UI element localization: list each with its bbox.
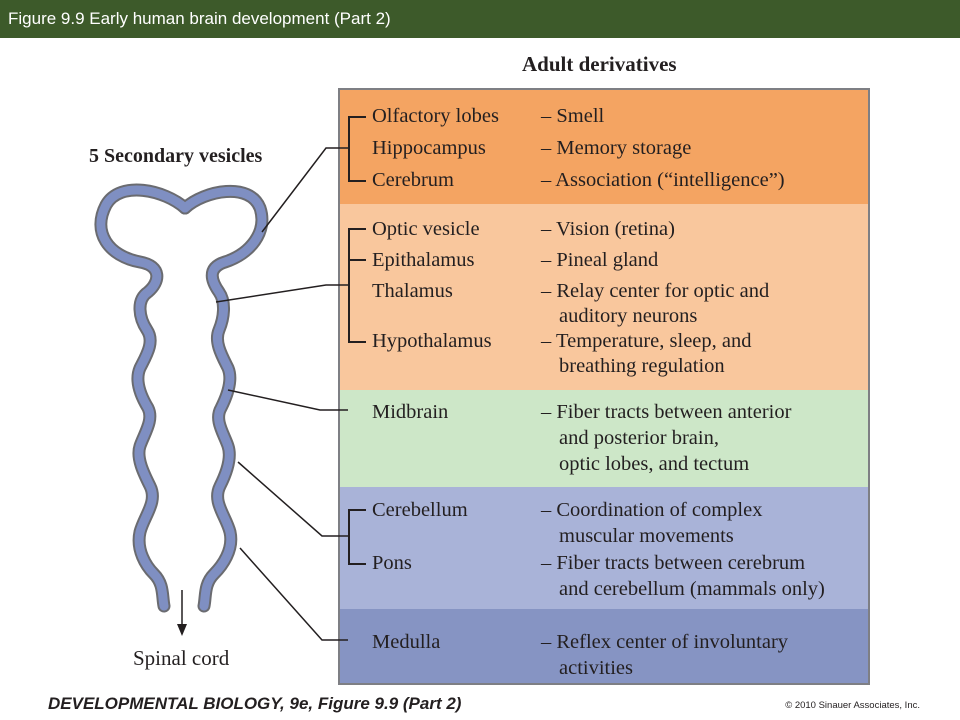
figure-title: Figure 9.9 Early human brain development… <box>0 0 960 38</box>
spinal-cord-label: Spinal cord <box>133 646 230 670</box>
book-citation: DEVELOPMENTAL BIOLOGY, 9e, Figure 9.9 (P… <box>48 694 462 713</box>
row-cerebrum: Cerebrum <box>372 169 454 191</box>
band-mesencephalon <box>340 390 868 487</box>
leader-telencephalon <box>261 147 348 233</box>
leader-diencephalon <box>215 284 348 303</box>
row-medulla: Medulla <box>372 631 441 653</box>
bracket-tick <box>348 180 366 182</box>
fn-olfactory-lobes: – Smell <box>541 105 605 127</box>
leader-mesencephalon <box>227 389 348 411</box>
leader-myelencephalon <box>239 547 348 641</box>
bracket-tick <box>348 509 366 511</box>
band-diencephalon <box>340 204 868 390</box>
fn-cerebrum: – Association (“intelligence”) <box>541 169 785 191</box>
copyright-notice: © 2010 Sinauer Associates, Inc. <box>785 700 920 711</box>
fn-pons-line1: – Fiber tracts between cerebrum <box>541 552 806 574</box>
fn-epithalamus: – Pineal gland <box>541 249 659 271</box>
fn-midbrain-line3: optic lobes, and tectum <box>559 453 750 475</box>
band-telencephalon <box>340 90 868 204</box>
band-metencephalon <box>340 487 868 609</box>
row-optic-vesicle: Optic vesicle <box>372 218 480 240</box>
fn-cerebellum-line2: muscular movements <box>559 525 734 547</box>
row-cerebellum: Cerebellum <box>372 499 468 521</box>
fn-pons-line2: and cerebellum (mammals only) <box>559 578 825 600</box>
row-thalamus: Thalamus <box>372 280 453 302</box>
bracket-tick <box>348 341 366 343</box>
row-hypothalamus: Hypothalamus <box>372 330 492 352</box>
leader-lines <box>215 147 348 641</box>
row-hippocampus: Hippocampus <box>372 137 486 159</box>
fn-thalamus-line2: auditory neurons <box>559 305 698 327</box>
bracket-telencephalon <box>348 116 350 180</box>
row-pons: Pons <box>372 552 412 574</box>
bracket-tick <box>348 563 366 565</box>
tube-wall <box>96 185 267 611</box>
fn-hippocampus: – Memory storage <box>541 137 692 159</box>
secondary-vesicles-heading: 5 Secondary vesicles <box>89 145 263 167</box>
fn-hypothalamus-line1: – Temperature, sleep, and <box>541 330 752 352</box>
fn-cerebellum-line1: – Coordination of complex <box>541 499 763 521</box>
adult-derivatives-heading: Adult derivatives <box>522 52 677 76</box>
bracket-tick <box>348 116 366 118</box>
fn-midbrain-line1: – Fiber tracts between anterior <box>541 401 792 423</box>
bracket-diencephalon <box>348 228 350 341</box>
fn-optic-vesicle: – Vision (retina) <box>541 218 675 240</box>
row-olfactory-lobes: Olfactory lobes <box>372 105 499 127</box>
spinal-cord-arrowhead <box>177 624 187 636</box>
band-myelencephalon <box>340 609 868 683</box>
bracket-tick <box>348 228 366 230</box>
bracket-tick <box>348 259 366 261</box>
row-midbrain: Midbrain <box>372 401 449 423</box>
leader-metencephalon <box>237 461 348 537</box>
bracket-metencephalon <box>348 509 350 563</box>
fn-hypothalamus-line2: breathing regulation <box>559 355 725 377</box>
fn-midbrain-line2: and posterior brain, <box>559 427 719 449</box>
derivatives-table <box>338 88 870 685</box>
fn-medulla-line2: activities <box>559 657 634 679</box>
fn-medulla-line1: – Reflex center of involuntary <box>541 631 789 653</box>
row-epithalamus: Epithalamus <box>372 249 475 271</box>
fn-thalamus-line1: – Relay center for optic and <box>541 280 770 302</box>
